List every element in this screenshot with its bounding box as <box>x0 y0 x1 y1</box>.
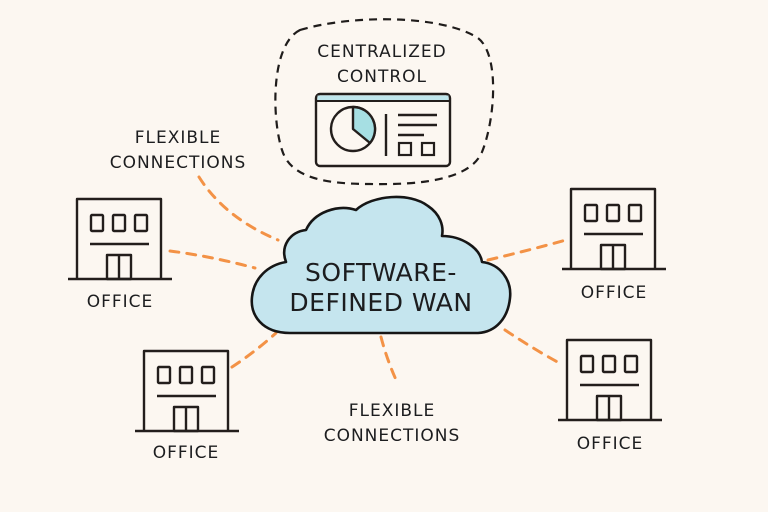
office-building-icon <box>135 349 239 433</box>
connection-office-right-bottom <box>503 328 565 367</box>
office-label: OFFICE <box>153 443 220 463</box>
flexible-bottom-line1: FLEXIBLE <box>349 401 436 421</box>
connection-office-left-top <box>168 249 257 270</box>
office-right-bottom: OFFICE <box>558 338 662 454</box>
connection-flexible-top <box>197 175 280 242</box>
office-building-icon <box>68 197 172 281</box>
connection-office-left-bottom <box>230 331 278 369</box>
flexible-top-line1: FLEXIBLE <box>135 128 222 148</box>
flexible-connections-bottom: FLEXIBLE CONNECTIONS <box>324 401 461 446</box>
connection-flexible-bottom <box>379 335 399 384</box>
sdwan-cloud: SOFTWARE- DEFINED WAN <box>250 195 512 335</box>
flexible-bottom-line2: CONNECTIONS <box>324 426 461 446</box>
office-label: OFFICE <box>87 292 154 312</box>
office-left-bottom: OFFICE <box>135 349 239 463</box>
control-label-line2: CONTROL <box>337 67 427 87</box>
office-left-top: OFFICE <box>68 197 172 312</box>
office-label: OFFICE <box>577 434 644 454</box>
cloud-label-line1: SOFTWARE- <box>305 258 457 287</box>
office-building-icon <box>558 338 662 422</box>
flexible-top-line2: CONNECTIONS <box>110 153 247 173</box>
dashboard-icon <box>314 92 452 168</box>
cloud-shape <box>250 195 512 335</box>
centralized-control: CENTRALIZED CONTROL <box>274 18 495 186</box>
flexible-connections-top: FLEXIBLE CONNECTIONS <box>110 128 247 173</box>
office-label: OFFICE <box>581 283 648 303</box>
office-right-top: OFFICE <box>562 187 666 303</box>
control-label-line1: CENTRALIZED <box>317 42 446 62</box>
office-building-icon <box>562 187 666 271</box>
control-bubble <box>274 18 495 186</box>
cloud-label-line2: DEFINED WAN <box>289 288 472 317</box>
connections <box>168 175 568 384</box>
connection-office-right-top <box>486 238 568 262</box>
